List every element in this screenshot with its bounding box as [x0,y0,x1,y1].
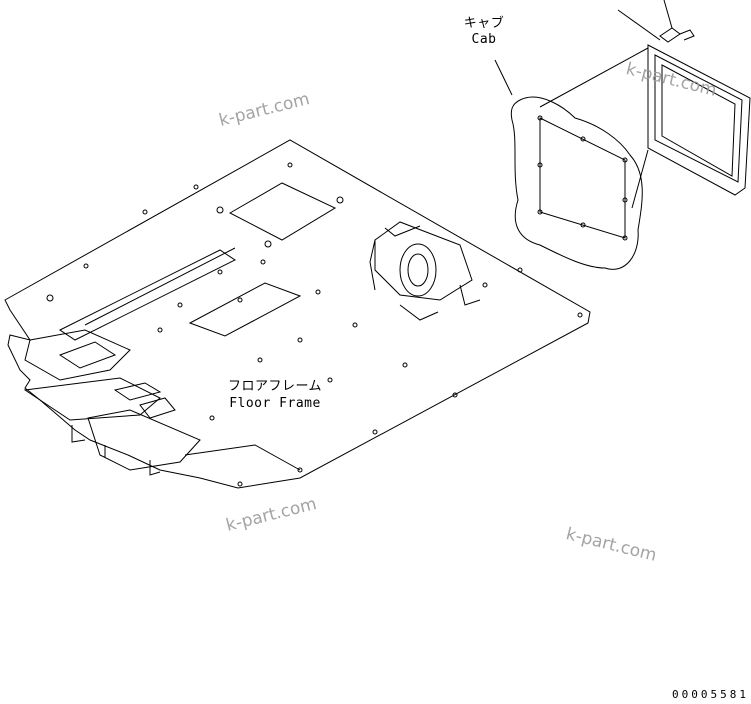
cab-label-jp: キャブ [463,16,505,31]
cab-detail-cloud [510,96,643,270]
left-bracket [24,329,131,381]
drawing-code: 00005581 [672,688,749,701]
blower-housing [374,221,473,301]
cab-opening [539,117,626,239]
mounting-holes [46,162,583,487]
floor-frame-label-en: Floor Frame [229,396,321,411]
bottom-bracket [87,409,201,471]
floor-frame-outline [4,139,591,489]
bolt-icon [659,27,681,43]
window-frame [647,44,751,196]
lower-bracket [23,377,161,421]
front-rail [59,249,236,341]
cab-label-en: Cab [471,32,497,47]
upper-cover-panel [228,182,337,241]
floor-frame-label-jp: フロアフレーム [227,379,323,394]
middle-cover-panel [188,282,302,337]
